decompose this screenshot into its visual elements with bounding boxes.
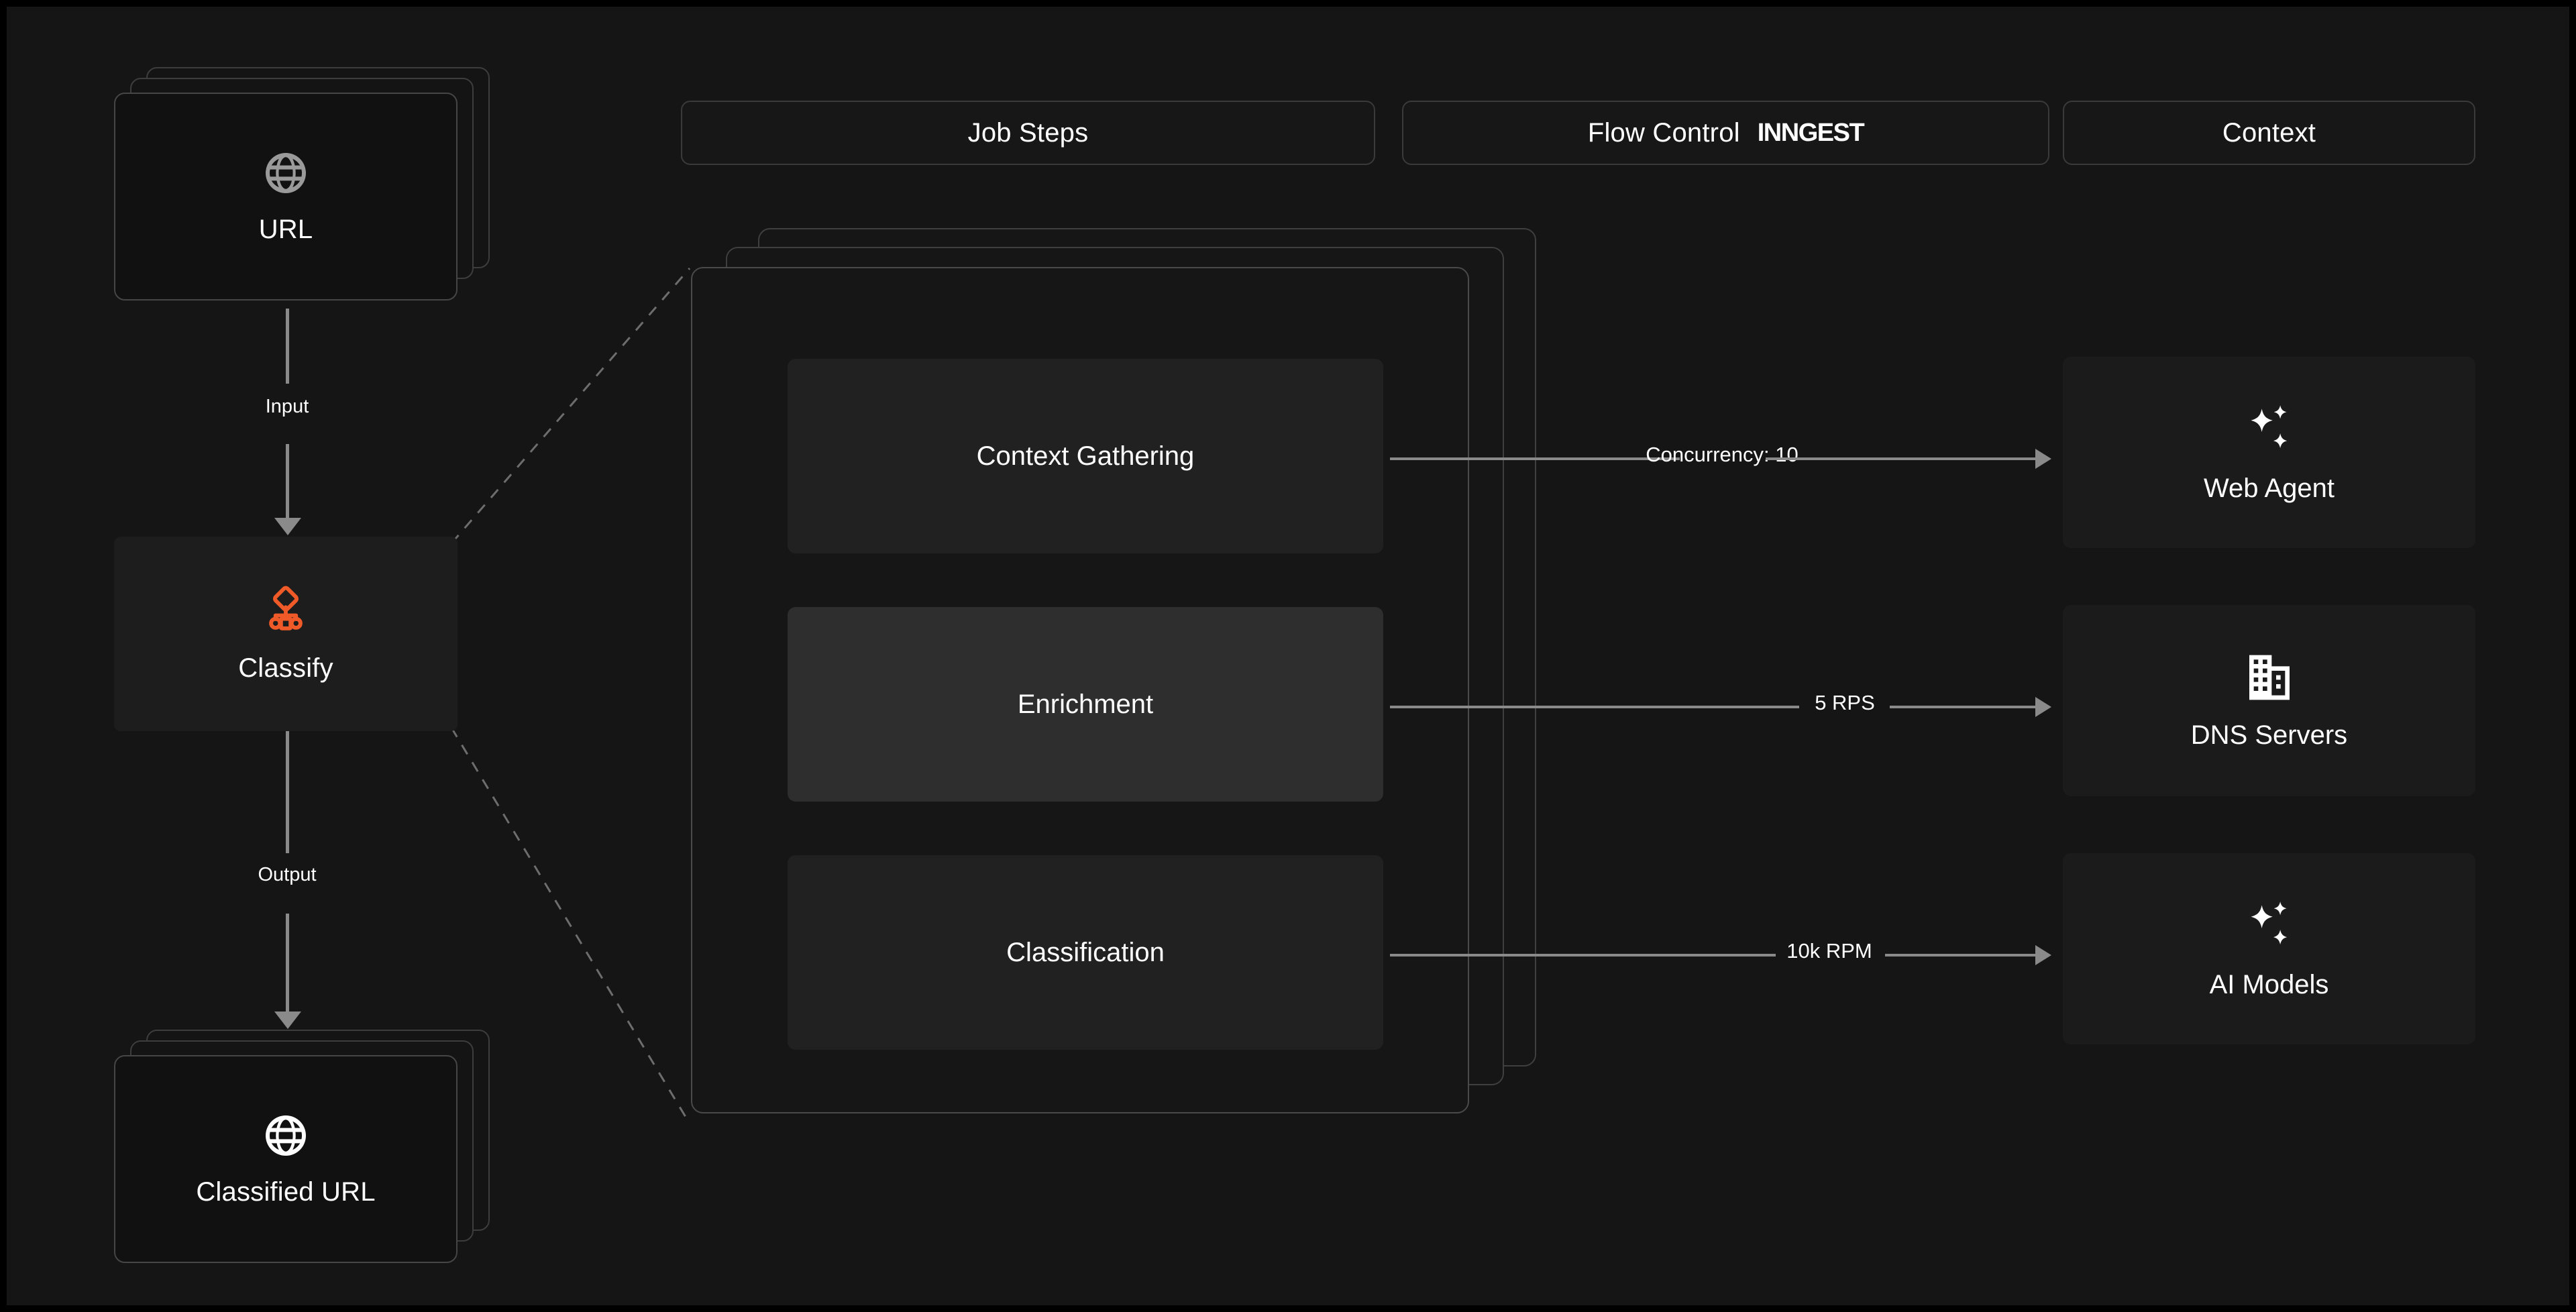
job-step-card[interactable]: Context Gathering [788, 359, 1383, 553]
flow-control-arrow: 10k RPM [1390, 939, 2054, 969]
classified-url-node-stack[interactable]: Classified URL [114, 1030, 490, 1278]
context-card-ai-models[interactable]: AI Models [2063, 853, 2475, 1044]
workflow-icon [260, 585, 312, 637]
header-pill-label: Flow Control [1587, 117, 1740, 148]
url-node-card[interactable]: URL [114, 93, 458, 300]
arrowhead-right-icon [2035, 945, 2051, 965]
context-card-web-agent[interactable]: Web Agent [2063, 357, 2475, 548]
url-node-stack[interactable]: URL [114, 67, 490, 309]
sparkles-icon [2241, 897, 2298, 954]
flow-control-arrow: Concurrency: 10 [1390, 443, 2054, 472]
connector-segment-lower [286, 444, 289, 519]
globe-icon [262, 1111, 310, 1160]
connector-segment-lower [286, 914, 289, 1013]
input-connector-label: Input [265, 396, 309, 417]
job-step-label: Classification [1006, 937, 1165, 967]
output-connector-label: Output [258, 864, 317, 885]
inngest-wordmark: INNGEST [1757, 118, 1865, 147]
connector-segment-upper [286, 731, 289, 853]
header-pill-flow-control[interactable]: Flow Control INNGEST [1402, 101, 2049, 165]
classified-url-node-label: Classified URL [196, 1177, 376, 1207]
classify-node-label: Classify [238, 653, 333, 683]
diagram-canvas: Job Steps Flow Control INNGEST Context U… [7, 7, 2569, 1305]
flow-control-arrow: 5 RPS [1390, 691, 2054, 720]
building-icon [2243, 651, 2296, 704]
header-pill-label: Job Steps [967, 117, 1089, 148]
sparkles-icon [2241, 401, 2298, 457]
job-step-card[interactable]: Enrichment [788, 607, 1383, 802]
job-steps-container-stack[interactable]: Context Gathering Enrichment Classificat… [691, 228, 1556, 1134]
job-step-label: Enrichment [1017, 689, 1154, 719]
connector-segment-upper [286, 309, 289, 384]
dashed-connector-top [450, 268, 691, 544]
flow-control-arrow-label: 5 RPS [1815, 691, 1875, 714]
classified-url-node-card[interactable]: Classified URL [114, 1055, 458, 1263]
arrowhead-down-icon [274, 518, 301, 535]
arrow-segment-right [1890, 706, 2038, 708]
job-step-label: Context Gathering [976, 441, 1195, 471]
flow-control-arrow-label: 10k RPM [1786, 939, 1872, 963]
context-card-label: Web Agent [2204, 474, 2334, 503]
header-pill-context[interactable]: Context [2063, 101, 2475, 165]
arrowhead-down-icon [274, 1012, 301, 1029]
header-pill-label: Context [2222, 117, 2316, 148]
arrow-segment-left [1390, 954, 1776, 956]
arrowhead-right-icon [2035, 449, 2051, 469]
job-steps-panel[interactable]: Context Gathering Enrichment Classificat… [691, 267, 1469, 1113]
context-card-label: AI Models [2209, 970, 2329, 999]
classify-node[interactable]: Classify [114, 537, 458, 731]
flow-control-arrow-label: Concurrency: 10 [1646, 443, 1799, 466]
arrowhead-right-icon [2035, 697, 2051, 717]
arrow-segment-right [1885, 954, 2038, 956]
url-node-label: URL [258, 214, 313, 244]
context-card-label: DNS Servers [2190, 720, 2348, 750]
arrow-segment-right [1766, 457, 2038, 460]
context-card-dns-servers[interactable]: DNS Servers [2063, 605, 2475, 796]
arrow-segment-left [1390, 706, 1799, 708]
header-pill-job-steps[interactable]: Job Steps [681, 101, 1375, 165]
arrow-segment-left [1390, 457, 1680, 460]
globe-icon [262, 149, 310, 197]
job-step-card[interactable]: Classification [788, 855, 1383, 1050]
